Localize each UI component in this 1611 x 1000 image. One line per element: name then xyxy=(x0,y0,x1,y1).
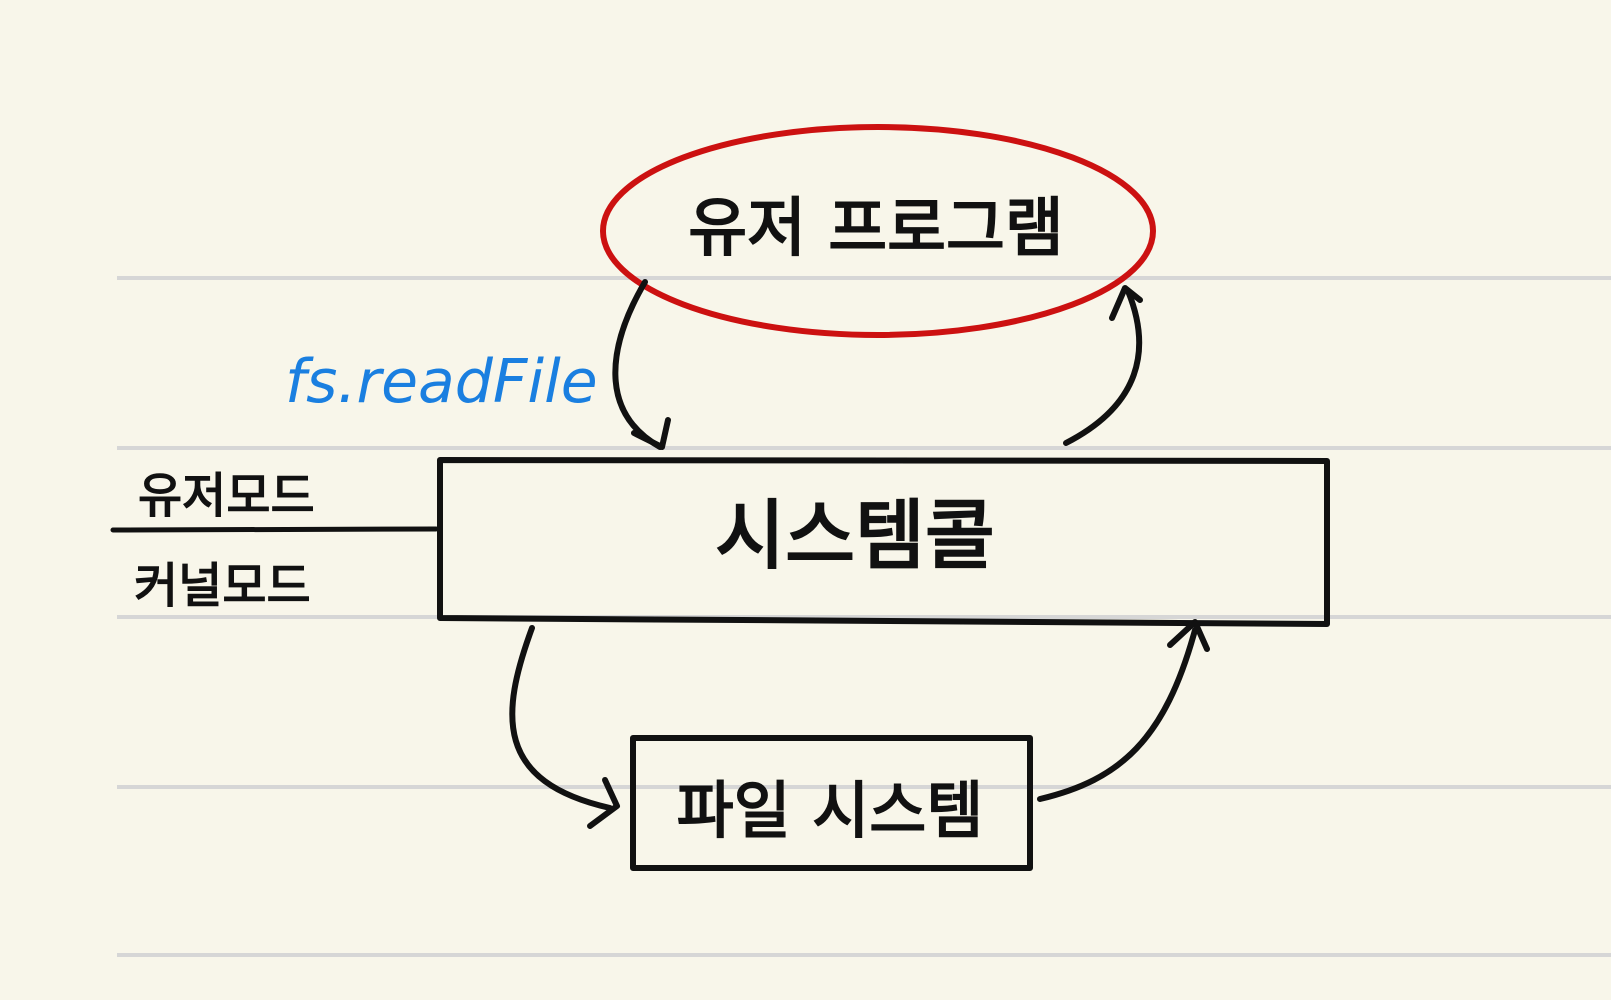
ruled-lines xyxy=(117,276,1611,957)
user-program-label: 유저 프로그램 xyxy=(688,192,1064,266)
edge-file-system-to-syscall xyxy=(1037,619,1210,802)
arrowhead-icon xyxy=(631,417,671,450)
arrowhead-icon xyxy=(587,777,620,829)
syscall-box xyxy=(437,457,1330,627)
syscall-label: 시스템콜 xyxy=(715,491,995,580)
arrowhead-icon xyxy=(1167,619,1210,652)
file-system-box xyxy=(630,735,1033,871)
fs-readfile-annotation: fs.readFile xyxy=(285,347,598,417)
edge-syscall-to-file-system xyxy=(509,625,620,829)
mode-boundary-line xyxy=(110,526,439,533)
arrowhead-icon xyxy=(1109,285,1143,321)
edge-syscall-to-user-program xyxy=(1063,285,1143,446)
user-mode-label: 유저모드 xyxy=(138,468,315,524)
file-system-label: 파일 시스템 xyxy=(677,774,984,847)
edge-user-program-to-syscall xyxy=(612,279,671,450)
kernel-mode-label: 커널모드 xyxy=(134,558,311,614)
user-program-ellipse xyxy=(600,124,1156,338)
